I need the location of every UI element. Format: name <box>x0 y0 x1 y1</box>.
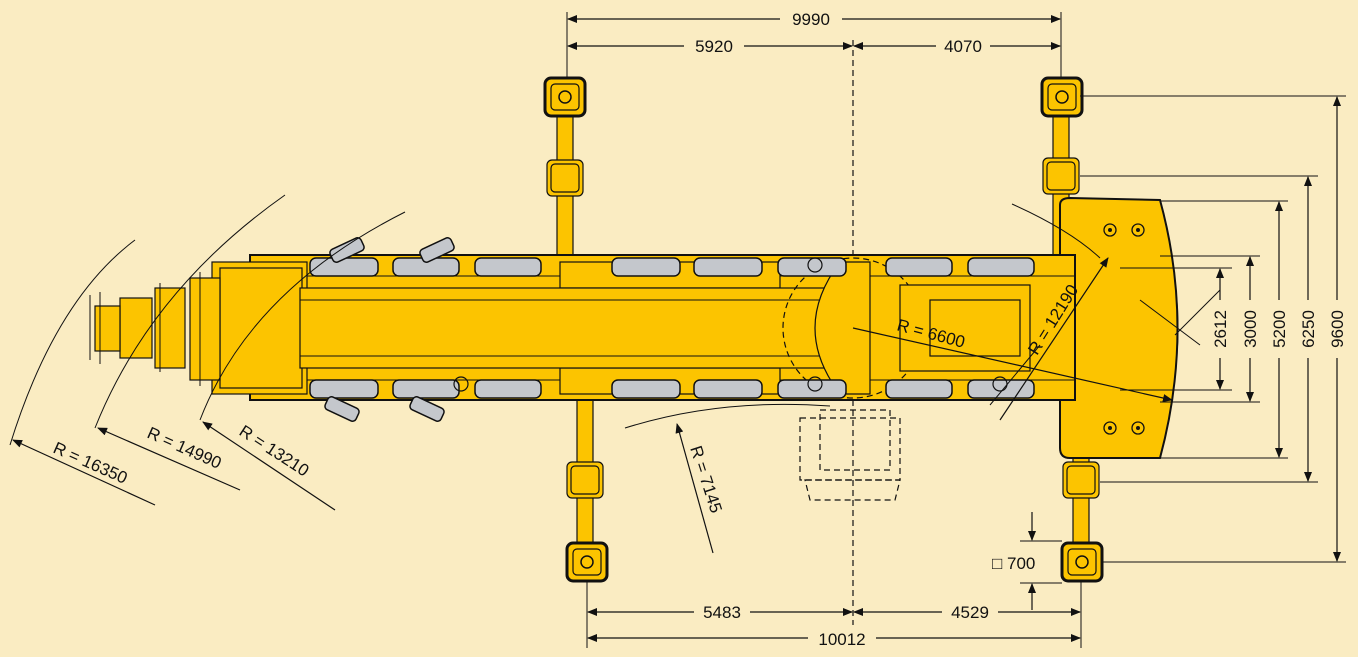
radius-7145: R = 7145 <box>675 423 726 554</box>
label-6250: 6250 <box>1299 310 1318 348</box>
label-5483: 5483 <box>703 603 741 622</box>
label-10012: 10012 <box>818 630 865 649</box>
dimension-bottom-total: 10012 <box>587 630 1081 649</box>
dimension-6250: 6250 <box>1080 175 1318 483</box>
label-9990: 9990 <box>792 10 830 29</box>
label-3000: 3000 <box>1241 310 1260 348</box>
radius-16350: R = 16350 <box>12 438 156 506</box>
label-9600: 9600 <box>1328 310 1347 348</box>
dimension-top-total: 9990 <box>566 10 1062 78</box>
dimension-3000: 3000 <box>1160 255 1260 403</box>
label-4070: 4070 <box>944 37 982 56</box>
dimension-9600: 9600 <box>1080 95 1347 563</box>
radius-arcs <box>9 194 1221 446</box>
wheels <box>309 237 1035 422</box>
label-5920: 5920 <box>695 37 733 56</box>
label-4529: 4529 <box>951 603 989 622</box>
superstructure <box>782 196 1179 501</box>
outrigger-rear-left <box>565 394 609 583</box>
outrigger-front-left <box>543 76 587 259</box>
dimension-top-split: 5920 4070 <box>567 37 1061 56</box>
dimension-5200: 5200 <box>1160 200 1289 459</box>
radius-13210: R = 13210 <box>202 421 336 511</box>
outrigger-rear-right <box>1060 429 1104 583</box>
label-2612: 2612 <box>1211 310 1230 348</box>
label-5200: 5200 <box>1270 310 1289 348</box>
dimension-pad: □ 700 <box>992 512 1062 610</box>
dimension-2612: 2612 <box>1120 267 1232 391</box>
dimension-bottom-split: 5483 4529 <box>586 580 1082 648</box>
label-pad-700: □ 700 <box>992 554 1035 573</box>
